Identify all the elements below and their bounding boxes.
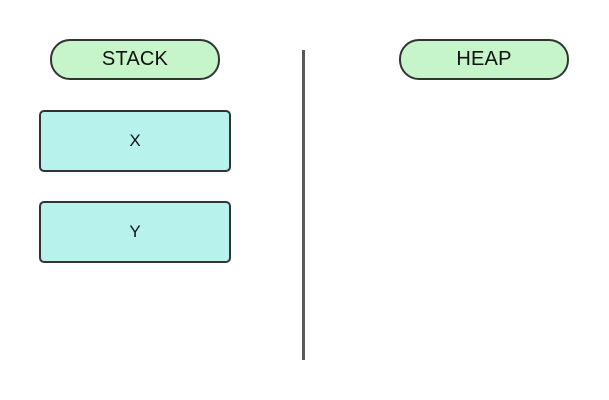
heap-header: HEAP xyxy=(399,39,569,80)
stack-item-label: X xyxy=(129,131,141,150)
stack-item-y: Y xyxy=(39,201,231,263)
stack-header-label: STACK xyxy=(101,48,169,70)
stack-header: STACK xyxy=(50,39,220,80)
stack-item-x: X xyxy=(39,110,231,172)
heap-header-label: HEAP xyxy=(456,48,512,70)
stack-heap-divider xyxy=(302,50,305,360)
stack-item-label: Y xyxy=(129,222,141,241)
